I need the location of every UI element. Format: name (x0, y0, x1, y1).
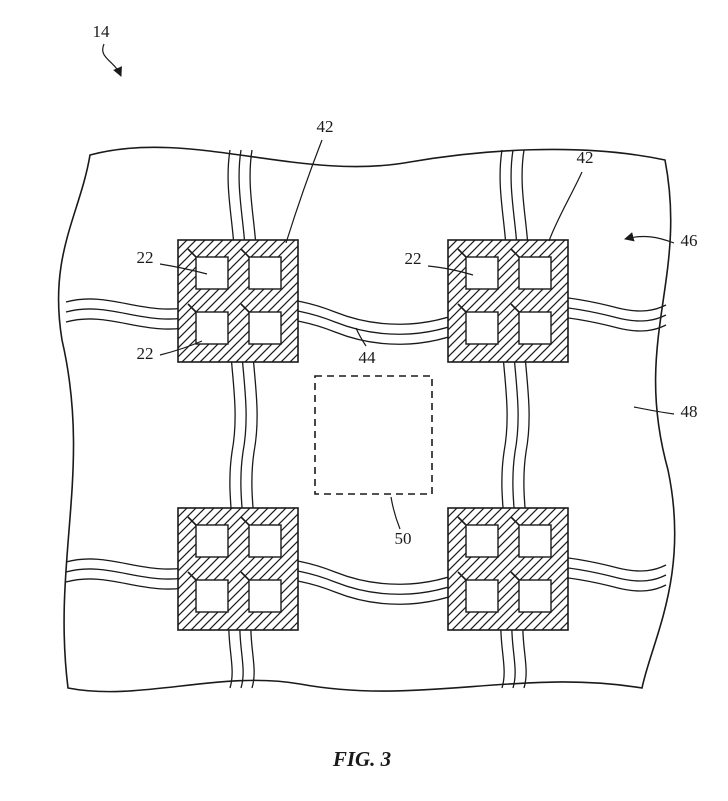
leader-42-right (548, 171, 583, 242)
label-14: 14 (93, 22, 111, 41)
leader-48 (633, 406, 675, 415)
label-22-top-left-lower: 22 (137, 344, 154, 363)
label-42-right: 42 (577, 148, 594, 167)
leader-22-top-left-upper (159, 263, 208, 275)
leader-42-left (285, 139, 323, 244)
leader-46 (624, 232, 675, 244)
label-46: 46 (681, 231, 698, 250)
leader-50 (390, 496, 401, 530)
label-42-left: 42 (317, 117, 334, 136)
leader-14 (102, 43, 122, 77)
leader-22-top-right (427, 265, 474, 276)
label-22-top-right: 22 (405, 249, 422, 268)
fabric-outline (57, 146, 676, 693)
label-48: 48 (681, 402, 698, 421)
label-22-top-left-upper: 22 (137, 248, 154, 267)
component-block-top-right (447, 239, 569, 363)
component-block-bottom-right (447, 507, 569, 631)
figure-caption: FIG. 3 (332, 747, 391, 771)
dashed-opening-region (314, 375, 433, 495)
component-block-bottom-left (177, 507, 299, 631)
label-50: 50 (395, 529, 412, 548)
leader-44 (355, 327, 367, 347)
leader-22-top-left-lower (159, 340, 203, 356)
label-44: 44 (359, 348, 377, 367)
